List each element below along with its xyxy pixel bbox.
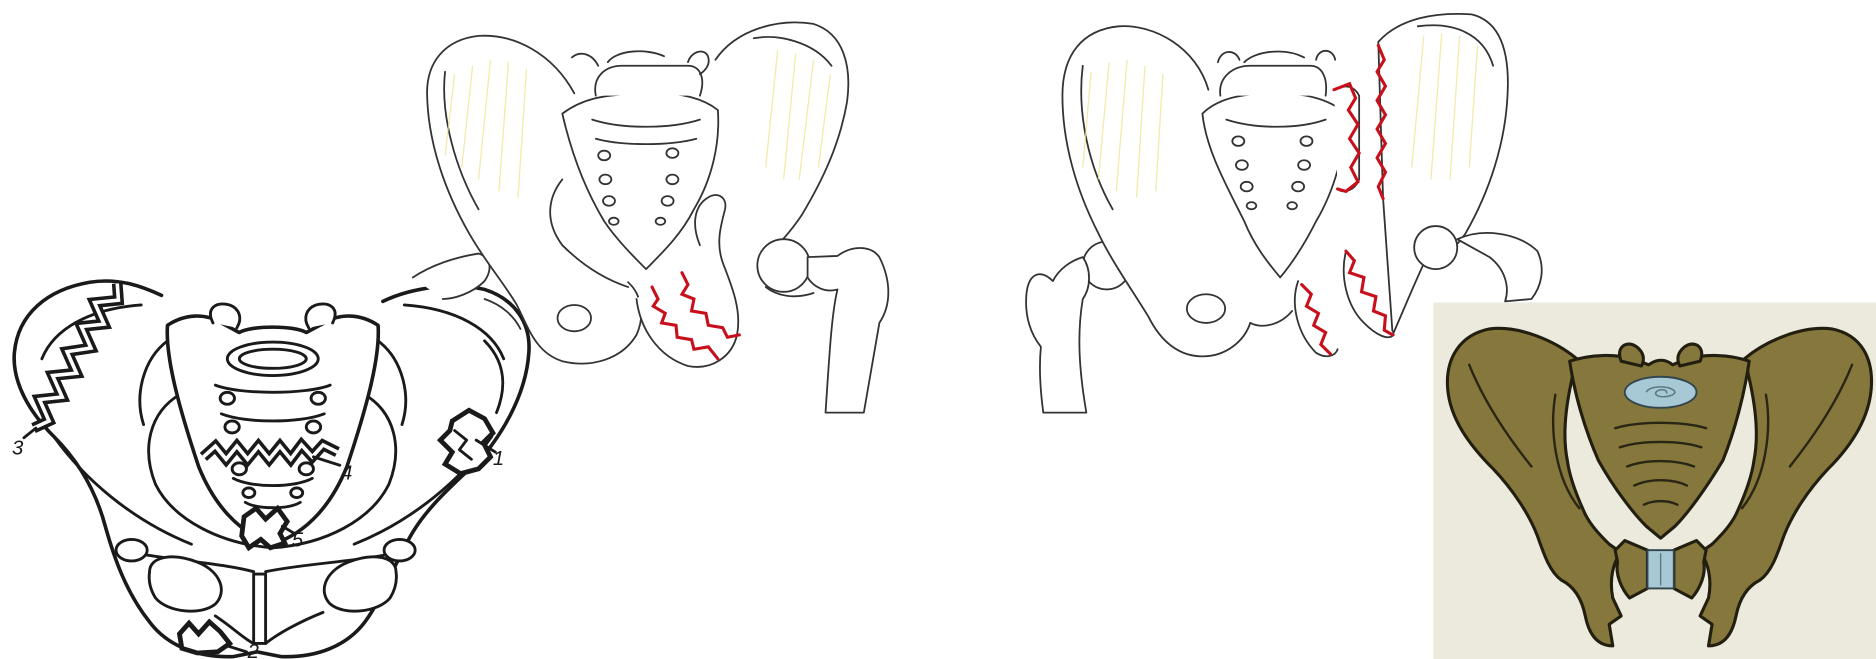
sacral-foramen (656, 218, 666, 225)
sacral-foramen (1232, 136, 1244, 146)
left-obturator-foramen (558, 305, 592, 331)
fracture-label-5: 5 (292, 530, 304, 552)
sacral-foramen (220, 392, 234, 404)
right-femoral-head (757, 239, 810, 292)
intervertebral-disc (1625, 377, 1697, 408)
numbered-pelvis-diagram: 1 2 3 4 5 (12, 281, 529, 659)
sacral-foramen (1236, 160, 1248, 170)
fracture-label-1: 1 (493, 448, 504, 470)
lumbar-vertebra (1220, 66, 1326, 96)
right-femur (808, 248, 889, 413)
sacral-foramen (1292, 182, 1304, 192)
sacral-foramen (1241, 182, 1253, 192)
sacral-foramen (243, 488, 255, 498)
spinous-process (1244, 52, 1304, 63)
sacral-foramen (598, 151, 610, 161)
sacral-foramen (311, 392, 325, 404)
sacral-foramen (225, 421, 239, 433)
right-femur-partial (1457, 233, 1541, 301)
left-femur (1026, 257, 1089, 412)
sacral-foramen (291, 488, 303, 498)
left-transverse-process (1218, 52, 1240, 62)
pubic-symphysis (254, 574, 266, 643)
left-pubic-line (1250, 311, 1292, 326)
sacral-foramen (1301, 136, 1313, 146)
left-acetabulum (116, 539, 147, 561)
left-transverse-process (572, 54, 598, 66)
sacral-foramen (299, 463, 313, 475)
right-acetabulum (384, 539, 415, 561)
right-iliac-wing (1378, 14, 1508, 335)
sacral-foramen (603, 196, 615, 206)
sacral-foramen (1298, 160, 1310, 170)
colored-pelvis-illustration (1433, 303, 1876, 659)
right-hip-bone (715, 22, 848, 257)
sacral-foramen (662, 196, 674, 206)
sacral-foramen (609, 218, 619, 225)
sacral-foramen (599, 175, 611, 185)
sacral-foramen (1287, 202, 1297, 209)
fracture-label-3: 3 (12, 437, 24, 459)
right-transverse-process (1316, 51, 1335, 60)
sacral-foramen (666, 148, 678, 158)
fracture-label-2: 2 (247, 641, 259, 659)
leader-line-3 (24, 428, 36, 438)
fracture-marker-5 (242, 508, 287, 547)
right-femoral-head (1414, 226, 1457, 269)
sacral-vertebral-body (227, 342, 318, 375)
sacral-foramen (232, 463, 246, 475)
spinous-process (608, 51, 664, 62)
left-obturator-foramen (1187, 294, 1225, 323)
lumbar-vertebra (595, 66, 702, 96)
sacral-foramen (666, 175, 678, 185)
sacral-foramen (1247, 202, 1257, 209)
sacral-foramen (306, 421, 320, 433)
fracture-label-4: 4 (341, 463, 352, 485)
